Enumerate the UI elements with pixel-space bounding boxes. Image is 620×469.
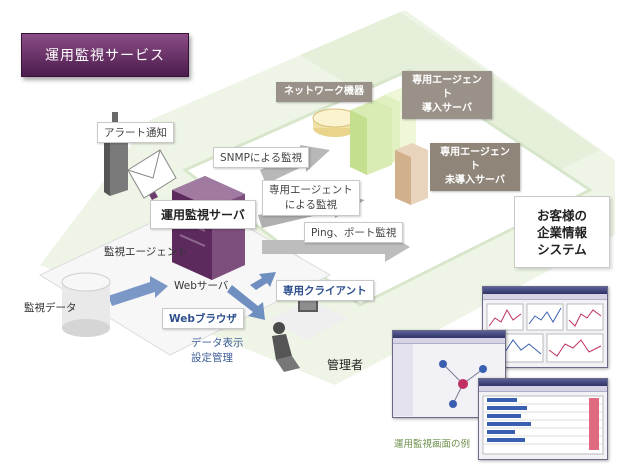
ping-port-label: Ping、ポート監視 [304,222,404,243]
non-agent-server-icon [395,143,428,205]
data-arrow [108,276,168,306]
screen-example-caption: 運用監視画面の例 [394,439,471,450]
web-browser-label: Webブラウザ [162,308,244,329]
snmp-label: SNMPによる監視 [213,147,310,168]
agent-installed-label: 専用エージェント 導入サーバ [402,71,492,119]
monitoring-server-label: 運用監視サーバ [150,200,256,229]
agent-not-installed-label: 専用エージェント 未導入サーバ [430,143,520,191]
ping-arrow [262,232,410,262]
browser-arrow [227,285,265,320]
mail-icon [127,149,177,199]
database-icon [61,272,111,337]
agent-monitor-label: 専用エージェント による監視 [262,180,360,216]
customer-system-label: お客様の 企業情報 システム [514,196,610,268]
web-server-label: Webサーバ [174,280,229,292]
client-arrow [250,272,276,290]
screen-example-graphs [482,286,608,368]
alert-label: アラート通知 [97,122,174,143]
administrator-label: 管理者 [327,358,364,372]
network-device-label: ネットワーク機器 [276,82,372,102]
screen-example-table [478,378,608,460]
monitoring-agent-label: 監視エージェント [104,246,188,258]
page-title: 運用監視サービス [21,33,189,77]
dedicated-client-label: 専用クライアント [276,280,374,301]
monitoring-zone [38,199,332,356]
data-display-label: データ表示 設定管理 [191,337,244,364]
monitoring-data-label: 監視データ [24,302,77,314]
